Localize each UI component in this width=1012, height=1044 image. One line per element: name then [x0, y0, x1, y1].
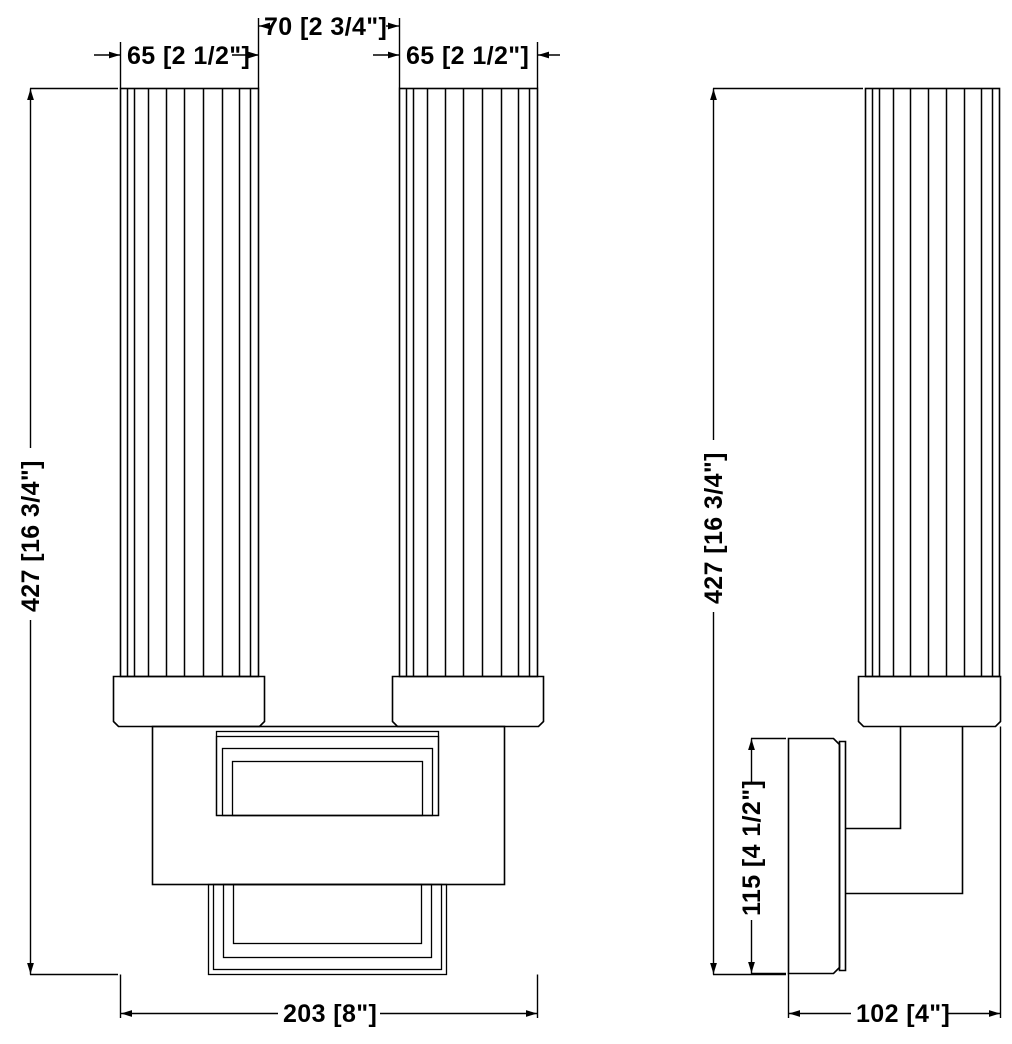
front-left-shade [112, 87, 266, 728]
front-lower-frame [207, 883, 448, 976]
side-backplate [787, 737, 847, 975]
side-shade-flutes [871, 88, 994, 677]
side-depth-extension-lines [787, 726, 1002, 1018]
dim-front-height-label: 427 [16 3/4"] [17, 460, 45, 612]
dimension-side-backplate-height: 115 [4 1/2"] [738, 737, 786, 975]
dim-shade-right-65: 65 [2 1/2"] [373, 42, 560, 70]
dimension-front-height: 427 [16 3/4"] [17, 87, 118, 976]
front-right-shade-flutes [405, 88, 531, 677]
front-backplate [151, 725, 506, 886]
dim-gap-70: 70 [2 3/4"] [258, 13, 400, 41]
front-width-extension-lines [119, 974, 539, 1018]
side-shade [857, 87, 1002, 728]
dim-shade-left-65: 65 [2 1/2"] [94, 42, 259, 70]
dim-side-height-label: 427 [16 3/4"] [700, 452, 728, 604]
side-height-extension-lines [713, 87, 863, 976]
front-left-collar [112, 675, 266, 728]
dim-gap-70-label: 70 [2 3/4"] [264, 13, 387, 41]
side-support-arm [845, 726, 964, 895]
front-upper-frame [215, 730, 440, 817]
side-collar [857, 675, 1002, 728]
dim-front-width-label: 203 [8"] [283, 1000, 377, 1028]
top-extension-lines [119, 18, 539, 88]
front-height-extension-lines [30, 87, 118, 976]
front-right-collar [391, 675, 545, 728]
dim-shade-left-65-label: 65 [2 1/2"] [127, 42, 250, 70]
dimension-side-depth: 102 [4"] [787, 726, 1002, 1028]
dim-side-backplate-height-label: 115 [4 1/2"] [738, 780, 766, 916]
front-left-shade-flutes [126, 88, 252, 677]
front-right-shade [391, 87, 545, 728]
dimension-front-width: 203 [8"] [119, 974, 539, 1028]
dimension-group-top: 70 [2 3/4"] 65 [2 1/2"] 65 [2 1/2"] [94, 13, 560, 88]
dim-shade-right-65-label: 65 [2 1/2"] [406, 42, 529, 70]
side-backplate-extension-lines [751, 737, 786, 975]
side-view [787, 87, 1002, 975]
dimension-side-height: 427 [16 3/4"] [700, 87, 863, 976]
front-view [112, 87, 545, 976]
dim-side-depth-label: 102 [4"] [856, 1000, 950, 1028]
